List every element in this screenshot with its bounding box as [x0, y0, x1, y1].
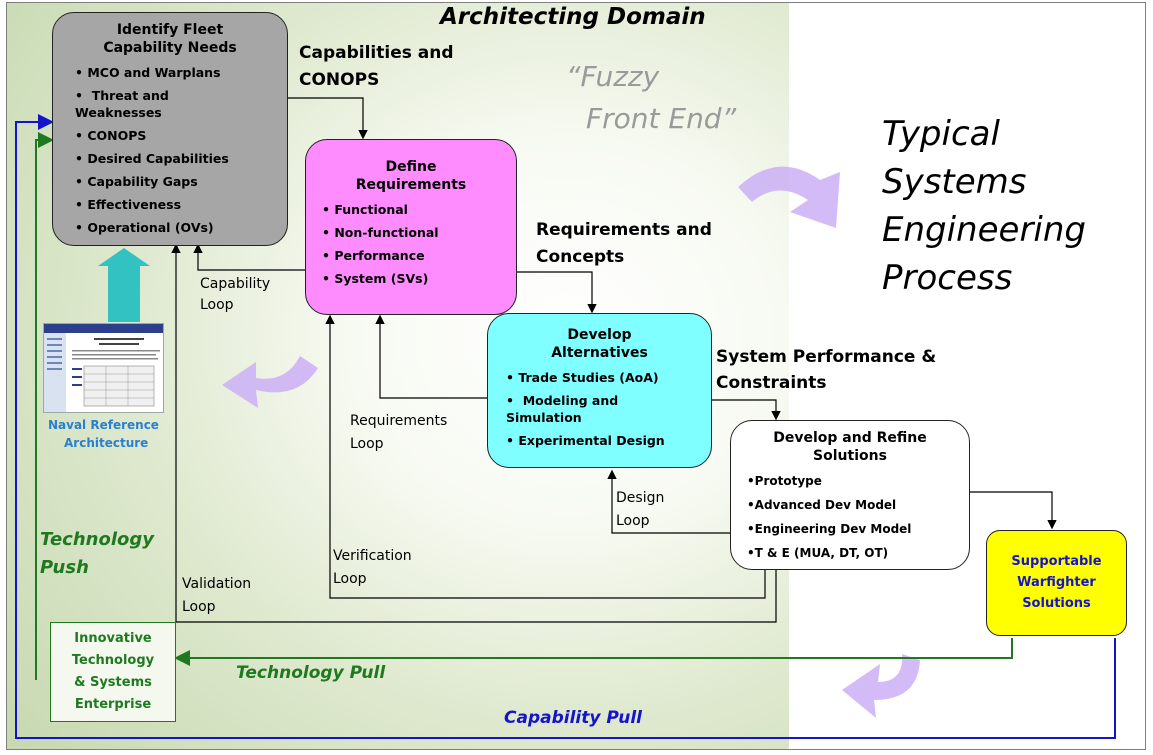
define-box-title: Define Requirements	[355, 159, 467, 193]
list-item: Operational (OVs)	[75, 216, 279, 239]
list-item: MCO and Warplans	[75, 61, 279, 84]
verification-loop-label-2: Loop	[333, 571, 367, 587]
curved-arrow-bottom	[842, 654, 920, 718]
technology-push-label-1: Technology	[40, 529, 154, 550]
teal-up-arrow	[98, 248, 150, 322]
naval-reference-thumbnail	[43, 323, 164, 413]
list-item: Performance	[322, 244, 508, 267]
develop-refine-solutions-box: Develop and Refine Solutions Prototype A…	[730, 420, 970, 570]
capabilities-conops-label-2: CONOPS	[299, 70, 380, 90]
supportable-warfighter-box: Supportable Warfighter Solutions	[986, 530, 1127, 636]
diagram-frame	[6, 2, 1146, 750]
requirements-concepts-label-2: Concepts	[536, 247, 625, 267]
fuzzy-front-end-label-1: “Fuzzy	[566, 60, 660, 93]
define-requirements-box: Define Requirements Functional Non-funct…	[305, 139, 517, 315]
list-item: Prototype	[747, 469, 961, 493]
requirements-loop-label-1: Requirements	[350, 413, 448, 429]
technology-pull-line	[174, 638, 1013, 666]
requirements-concepts-label-1: Requirements and	[536, 220, 712, 240]
capabilities-conops-label-1: Capabilities and	[299, 43, 454, 63]
design-loop-line	[607, 469, 730, 534]
technology-push-line	[35, 132, 54, 680]
system-performance-label-1: System Performance &	[716, 347, 937, 367]
validation-loop-label-1: Validation	[182, 576, 252, 592]
flow-develop-to-solutions	[712, 399, 781, 421]
document-thumbnail-image	[44, 324, 163, 412]
fuzzy-front-end-label-2: Front End”	[586, 102, 737, 135]
flow-identify-to-define	[288, 97, 368, 140]
list-item: T & E (MUA, DT, OT)	[747, 541, 961, 565]
list-item: System (SVs)	[322, 267, 508, 290]
list-item: Engineering Dev Model	[747, 517, 961, 541]
solutions-items: Prototype Advanced Dev Model Engineering…	[739, 469, 961, 565]
list-item: Functional	[322, 198, 508, 221]
design-loop-label-1: Design	[616, 490, 665, 506]
flow-solutions-to-supportable	[970, 491, 1057, 530]
naval-reference-label-1: Naval Reference	[48, 418, 159, 432]
architecting-domain-title: Architecting Domain	[440, 4, 706, 30]
define-items: Functional Non-functional Performance Sy…	[314, 198, 508, 290]
innovative-technology-box: Innovative Technology & Systems Enterpri…	[50, 622, 176, 722]
list-item: Desired Capabilities	[75, 147, 279, 170]
list-item: Modeling and Simulation	[506, 389, 703, 429]
capability-loop-line	[193, 243, 305, 271]
identify-items: MCO and Warplans Threat and Weaknesses C…	[61, 61, 279, 239]
curved-arrow-left	[222, 356, 318, 408]
technology-push-label-2: Push	[40, 557, 89, 578]
requirements-loop-line	[375, 314, 487, 399]
verification-loop-label-1: Verification	[333, 548, 412, 564]
capability-pull-line	[15, 114, 1116, 739]
validation-loop-label-2: Loop	[182, 599, 216, 615]
list-item: Non-functional	[322, 221, 508, 244]
identify-capability-needs-box: Identify Fleet Capability Needs MCO and …	[52, 12, 288, 246]
list-item: Threat and Weaknesses	[75, 84, 279, 124]
verification-loop-line	[325, 314, 766, 599]
system-performance-label-2: Constraints	[716, 373, 827, 393]
list-item: Capability Gaps	[75, 170, 279, 193]
list-item: CONOPS	[75, 124, 279, 147]
capability-loop-label-1: Capability	[200, 276, 271, 292]
flow-define-to-develop	[517, 271, 597, 314]
requirements-loop-label-2: Loop	[350, 436, 384, 452]
list-item: Trade Studies (AoA)	[506, 366, 703, 389]
typical-process-line-4: Process	[882, 258, 1013, 298]
list-item: Experimental Design	[506, 429, 703, 452]
develop-box-title: Develop Alternatives	[551, 327, 648, 361]
develop-alternatives-box: Develop Alternatives Trade Studies (AoA)…	[487, 313, 712, 468]
naval-reference-label-2: Architecture	[64, 436, 149, 450]
curved-arrow-right	[738, 166, 840, 228]
list-item: Effectiveness	[75, 193, 279, 216]
capability-pull-label: Capability Pull	[504, 708, 642, 728]
typical-process-line-1: Typical	[882, 114, 1000, 154]
typical-process-line-2: Systems	[882, 162, 1027, 202]
capability-loop-label-2: Loop	[200, 297, 234, 313]
develop-items: Trade Studies (AoA) Modeling and Simulat…	[496, 366, 703, 452]
list-item: Advanced Dev Model	[747, 493, 961, 517]
validation-loop-line	[171, 243, 777, 623]
technology-pull-label: Technology Pull	[236, 663, 386, 683]
identify-box-title: Identify Fleet Capability Needs	[103, 22, 237, 56]
design-loop-label-2: Loop	[616, 513, 650, 529]
typical-process-line-3: Engineering	[882, 210, 1086, 250]
solutions-box-title: Develop and Refine Solutions	[773, 430, 927, 464]
